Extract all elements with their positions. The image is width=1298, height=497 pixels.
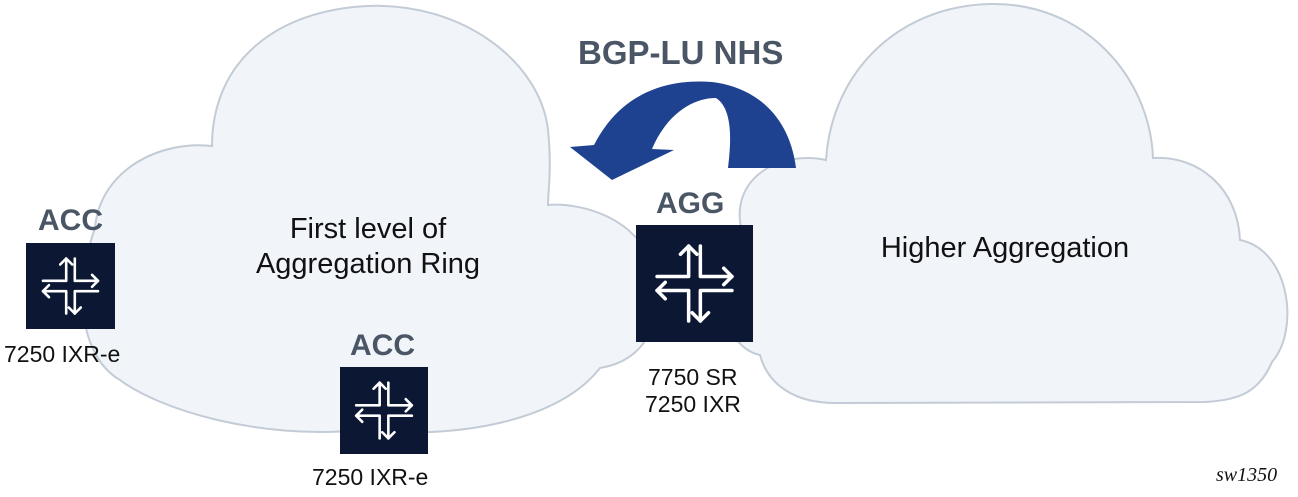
router-arrows-icon <box>41 257 100 315</box>
acc1-model-label: 7250 IXR-e <box>4 341 121 367</box>
router-arrows-icon <box>354 381 414 440</box>
agg-model-label-line1: 7750 SR <box>648 364 738 390</box>
figure-id: sw1350 <box>1216 464 1278 486</box>
agg-router-node[interactable] <box>636 225 753 342</box>
acc1-router-node[interactable] <box>26 243 115 329</box>
higher-aggregation-cloud <box>721 2 1289 405</box>
acc2-router-node[interactable] <box>340 367 428 454</box>
left-cloud-label-line2: Aggregation Ring <box>255 248 481 280</box>
acc1-role-label: ACC <box>38 204 103 237</box>
left-cloud-label: First level of Aggregation Ring <box>228 212 508 282</box>
right-cloud-label: Higher Aggregation <box>880 232 1130 264</box>
agg-model-label-line2: 7250 IXR <box>645 391 741 417</box>
acc2-role-label: ACC <box>350 329 415 362</box>
router-arrows-icon <box>655 244 734 323</box>
agg-role-label: AGG <box>656 187 725 220</box>
acc2-model-label: 7250 IXR-e <box>312 464 429 490</box>
diagram-title: BGP-LU NHS <box>578 34 784 71</box>
curved-arrow-icon <box>570 81 796 180</box>
left-cloud-label-line1: First level of <box>289 213 447 245</box>
first-level-aggregation-cloud <box>81 4 658 434</box>
